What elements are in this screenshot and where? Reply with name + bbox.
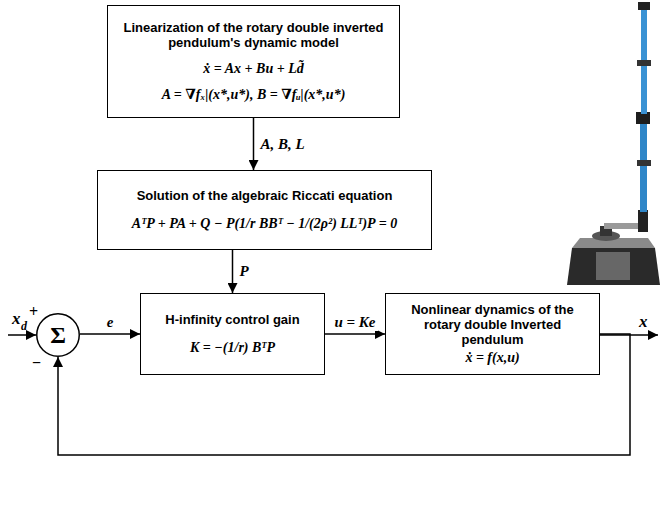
equation: K = −(1/r) BᵀP <box>190 339 275 356</box>
box-heading: Linearization of the rotary double inver… <box>114 20 393 50</box>
box-heading: Solution of the algebraic Riccati equati… <box>137 188 393 203</box>
equation: ẋ = f(x,u) <box>465 349 519 366</box>
signal-label: x <box>12 310 21 327</box>
input-line <box>8 334 36 336</box>
edge-label: A, B, L <box>259 136 307 153</box>
connector-arrow <box>80 333 140 335</box>
signal-label: x <box>639 313 648 330</box>
sign-label: − <box>32 355 41 371</box>
process-box: Solution of the algebraic Riccati equati… <box>97 170 432 250</box>
pendulum-illustration <box>567 2 660 285</box>
connector-arrow <box>253 118 255 170</box>
summing-junction: Σ <box>36 313 80 357</box>
box-heading: H-infinity control gain <box>165 312 299 327</box>
process-box: Linearization of the rotary double inver… <box>107 5 400 118</box>
equation: ẋ = Ax + Bu + Ld̃ <box>203 60 303 77</box>
connector-arrow <box>232 250 234 293</box>
connector-arrow <box>325 333 385 335</box>
equation: A = ∇fₓ|(x*,u*), B = ∇fᵤ|(x*,u*) <box>162 86 346 103</box>
equation: AᵀP + PA + Q − P(1/r BBᵀ − 1/(2ρ²) LLᵀ)P… <box>132 215 397 232</box>
box-heading: Nonlinear dynamics of the rotary double … <box>392 302 593 347</box>
signal-subscript: d <box>21 320 27 332</box>
sign-label: + <box>29 304 38 320</box>
edge-label: P <box>238 263 251 280</box>
edge-label: u = Ke <box>332 314 377 331</box>
edge-label: e <box>105 314 116 331</box>
plant-box: Nonlinear dynamics of the rotary double … <box>385 293 600 375</box>
sum-symbol: Σ <box>50 322 66 348</box>
controller-box: H-infinity control gain K = −(1/r) BᵀP <box>140 293 325 375</box>
